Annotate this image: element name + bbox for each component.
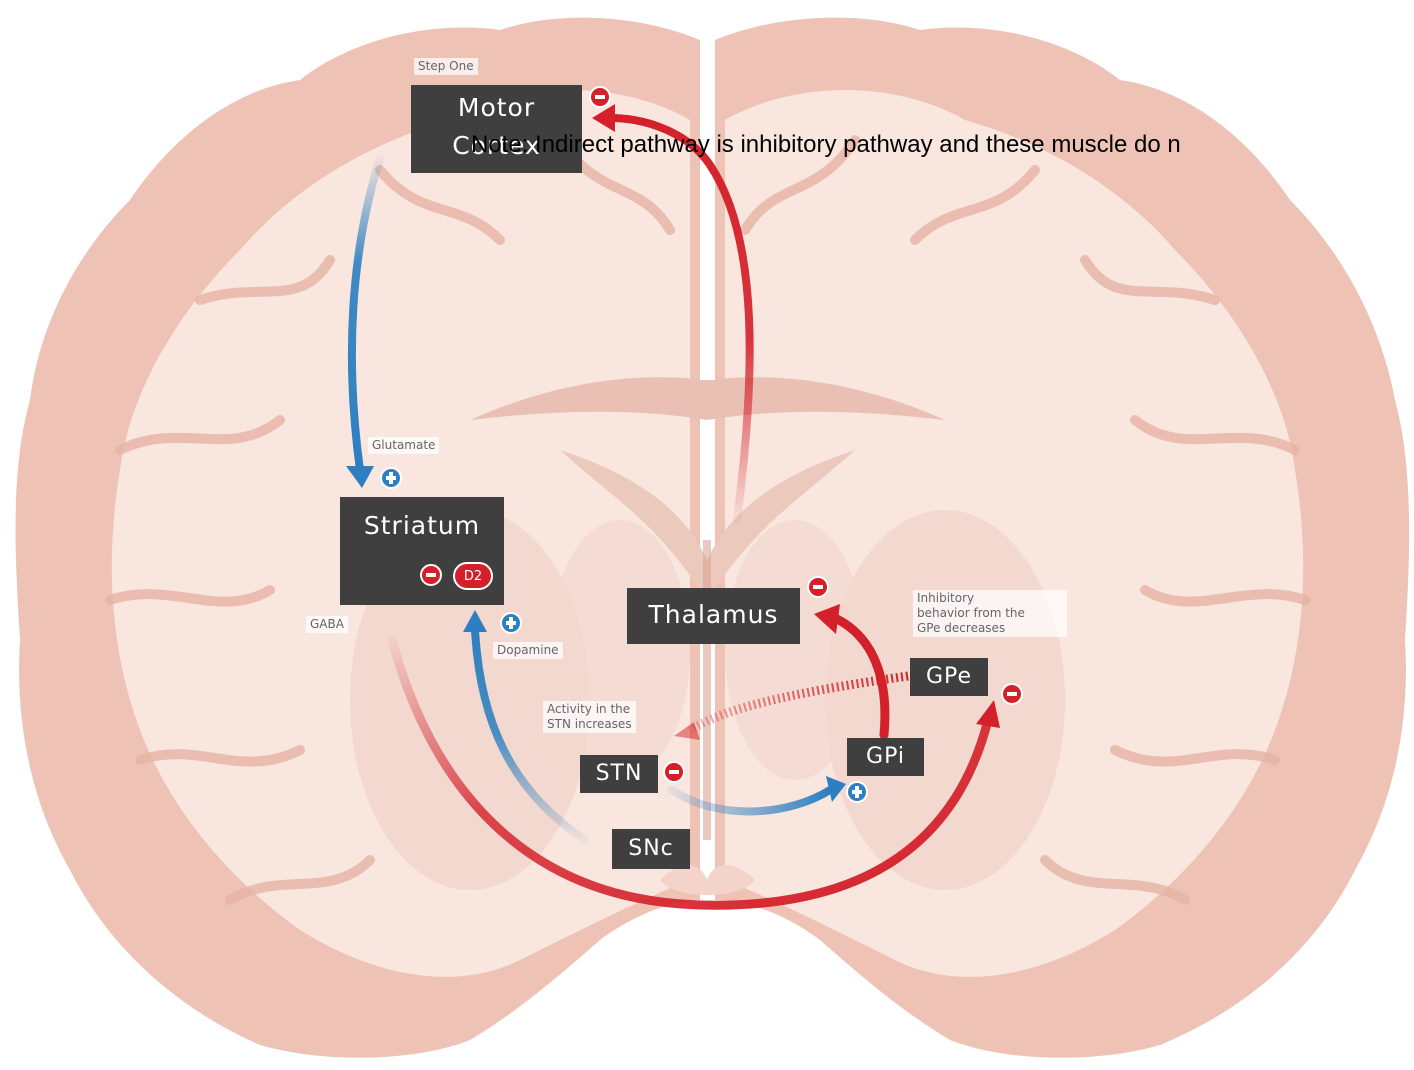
thalamus-to-cortex-arrow: [606, 114, 754, 524]
gaba-text: GABA: [310, 617, 344, 631]
motor-cortex-line2: Cortex: [452, 131, 541, 160]
gpe-effect-line1: Inhibitory: [917, 591, 975, 605]
stn-label: STN: [595, 761, 643, 786]
gpi-label: GPi: [866, 744, 905, 769]
gpe-inhibit-icon: [1001, 683, 1023, 705]
gpe-label: GPe: [925, 664, 973, 689]
cortex-to-striatum-arrowhead: [346, 466, 374, 488]
glutamate-label: Glutamate: [368, 437, 440, 454]
striatum-to-gpe-arrowhead: [976, 700, 1000, 728]
d2-label: D2: [463, 569, 483, 584]
gpe-to-stn-arrow: [687, 671, 909, 734]
motor-cortex-line1: Motor: [457, 93, 536, 122]
snc-label: SNc: [628, 836, 674, 861]
gpe-effect-line2: behavior from the: [917, 606, 1025, 620]
step-one-text: Step One: [418, 59, 474, 73]
snc-to-striatum-arrow: [471, 626, 589, 844]
gpi-to-thalamus-arrowhead: [814, 604, 840, 634]
stn-to-gpi-arrow: [668, 786, 834, 816]
striatum-box: Striatum: [340, 497, 504, 605]
thalamus-to-cortex-arrowhead: [592, 104, 615, 132]
stn-activity-annotation: Activity in the STN increases: [543, 701, 636, 733]
snc-to-striatum-arrowhead: [463, 610, 487, 632]
motor-cortex-box: Motor Cortex: [411, 85, 582, 173]
gpe-effect-annotation: Inhibitory behavior from the GPe decreas…: [913, 590, 1067, 637]
glutamate-excite-icon: [380, 467, 402, 489]
striatum-inhibit-icon: [420, 564, 442, 586]
dopamine-excite-icon: [500, 612, 522, 634]
stn-activity-line2: STN increases: [547, 717, 632, 731]
stn-box: STN: [580, 755, 658, 793]
gpe-to-stn-arrowhead: [674, 722, 700, 740]
gpe-box: GPe: [910, 658, 988, 696]
thalamus-label: Thalamus: [648, 600, 779, 629]
step-one-label: Step One: [414, 58, 478, 75]
overlay-note-text: Note: Indirect pathway is inhibitory pat…: [471, 131, 1181, 158]
dopamine-text: Dopamine: [497, 643, 559, 657]
thalamus-box: Thalamus: [627, 588, 800, 644]
gpi-box: GPi: [847, 738, 924, 776]
stn-activity-line1: Activity in the: [547, 702, 631, 716]
snc-box: SNc: [612, 829, 690, 869]
dopamine-label: Dopamine: [493, 642, 563, 659]
stn-inhibit-icon: [663, 761, 685, 783]
striatum-label: Striatum: [363, 511, 481, 540]
gpe-effect-line3: GPe decreases: [917, 621, 1006, 635]
gpi-excite-icon: [846, 781, 868, 803]
glutamate-text: Glutamate: [372, 438, 436, 452]
d2-receptor-badge: D2: [453, 562, 493, 590]
gpi-to-thalamus-arrow: [830, 613, 890, 740]
motor-cortex-inhibit-icon: [589, 86, 611, 108]
thalamus-inhibit-icon: [807, 576, 829, 598]
stn-to-gpi-arrowhead: [826, 776, 846, 802]
cortex-to-striatum-arrow: [347, 148, 386, 474]
gaba-label: GABA: [306, 616, 348, 633]
striatum-to-gpe-arrow: [387, 635, 993, 910]
